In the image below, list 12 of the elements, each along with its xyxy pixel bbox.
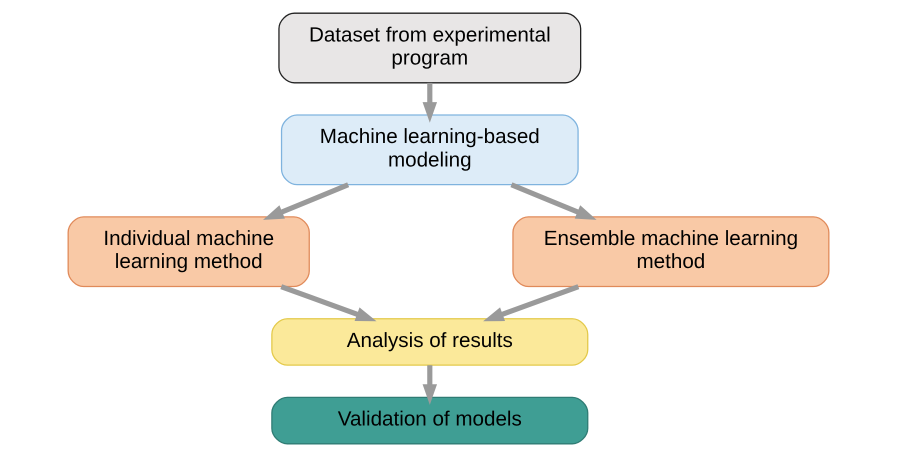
arrow bbox=[422, 82, 438, 123]
node-box: Machine learning-based modeling bbox=[280, 114, 579, 186]
arrow bbox=[483, 284, 580, 322]
arrow bbox=[280, 284, 376, 322]
node-box: Individual machine learning method bbox=[68, 216, 310, 288]
arrow bbox=[263, 182, 350, 220]
node-box: Ensemble machine learning method bbox=[512, 216, 830, 288]
node-box: Dataset from experimental program bbox=[278, 12, 582, 84]
node-box: Validation of models bbox=[271, 396, 588, 444]
arrow bbox=[422, 365, 438, 405]
arrow bbox=[510, 182, 597, 220]
node-box: Analysis of results bbox=[271, 318, 588, 366]
